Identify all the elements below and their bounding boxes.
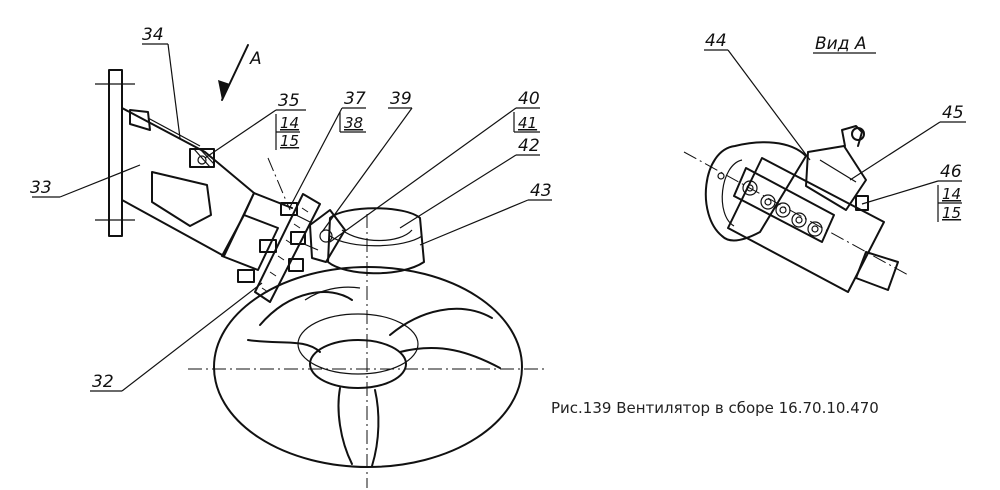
figure-caption: Рис.139 Вентилятор в сборе 16.70.10.470 xyxy=(551,399,879,417)
clamp-bracket xyxy=(189,148,215,168)
callout-14-right: 14 xyxy=(942,185,961,203)
shaft-coupling xyxy=(221,192,293,271)
callout-boxes xyxy=(275,112,962,222)
callout-14-left: 14 xyxy=(280,114,299,132)
view-a-label: Вид А xyxy=(815,34,867,54)
callout-38: 38 xyxy=(344,114,363,132)
callout-43: 43 xyxy=(530,181,552,201)
flange-plate xyxy=(237,193,321,303)
leader-lines-right xyxy=(704,49,966,205)
callout-39: 39 xyxy=(390,89,412,109)
callout-46: 46 xyxy=(940,162,962,182)
fan-impeller xyxy=(213,266,523,468)
callout-37: 37 xyxy=(344,89,366,109)
fan-hub xyxy=(327,207,425,275)
callout-41: 41 xyxy=(518,114,537,132)
callout-34: 34 xyxy=(142,25,164,45)
callout-40: 40 xyxy=(518,89,540,109)
mounting-plate xyxy=(95,69,135,237)
callout-35: 35 xyxy=(278,91,300,111)
arrow-label: А xyxy=(249,49,262,69)
callout-44: 44 xyxy=(705,31,727,51)
callout-15-right: 15 xyxy=(942,204,961,222)
callout-32: 32 xyxy=(92,372,114,392)
view-a-assembly xyxy=(683,125,911,293)
callout-15-left: 15 xyxy=(280,132,299,150)
leader-lines-left xyxy=(32,43,552,392)
callout-42: 42 xyxy=(518,136,540,156)
callout-45: 45 xyxy=(942,103,964,123)
view-arrow-a: А xyxy=(218,44,262,101)
callout-33: 33 xyxy=(30,178,52,198)
center-lines xyxy=(188,157,548,488)
rear-bracket xyxy=(309,209,346,263)
callout-labels: 34 33 35 14 15 37 38 39 40 41 42 43 32 В… xyxy=(30,25,964,392)
